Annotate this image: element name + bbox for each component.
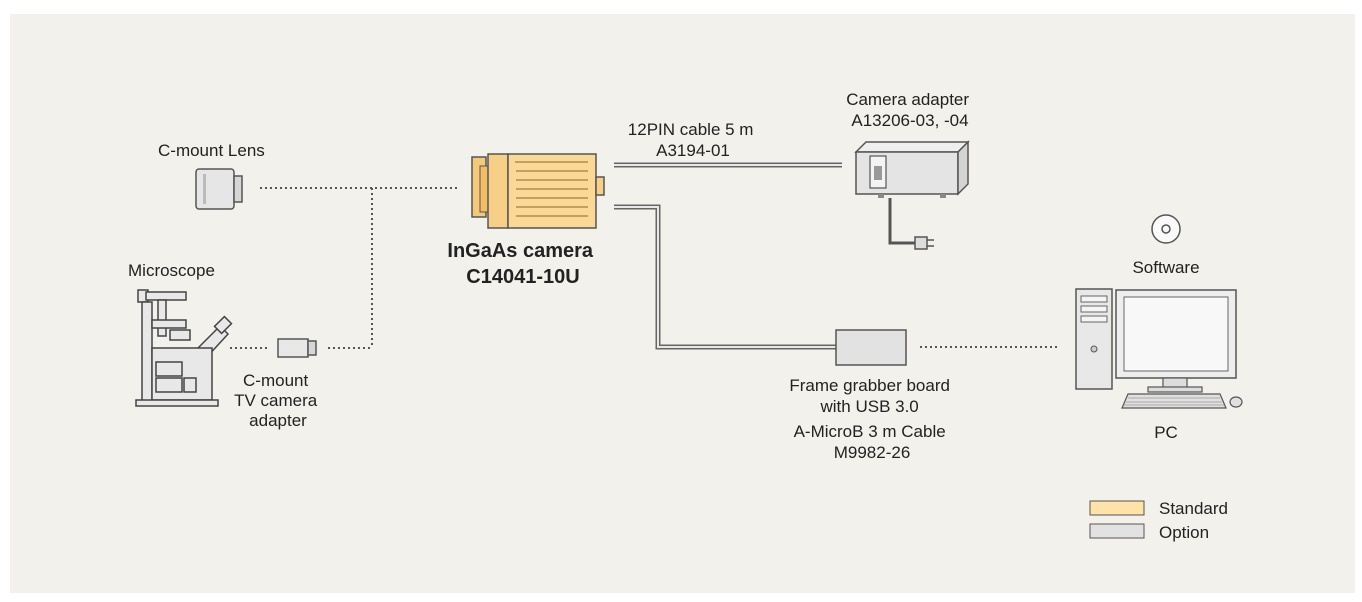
lens-label: C-mount Lens (158, 141, 265, 160)
microscope-label: Microscope (128, 261, 215, 280)
cable-label: 12PIN cable 5 m A3194-01 (628, 120, 758, 160)
frame-grabber-label: Frame grabber board with USB 3.0 A-Micro… (789, 376, 954, 462)
dotted-connections (230, 187, 1060, 349)
legend: Standard Option (1089, 499, 1228, 542)
cable-usb (614, 204, 836, 350)
system-diagram: C-mount Lens Microscope C-mount TV camer… (128, 90, 1243, 542)
pc-monitor-icon (1115, 289, 1237, 393)
ingaas-camera-icon (471, 153, 605, 229)
diagram-panel: C-mount Lens Microscope C-mount TV camer… (10, 14, 1355, 593)
legend-swatch-standard (1089, 500, 1145, 516)
tv-adapter-label: C-mount TV camera adapter (234, 371, 322, 430)
pc-tower-icon (1075, 288, 1113, 390)
microscope-icon (135, 289, 233, 407)
legend-label-standard: Standard (1159, 499, 1228, 518)
legend-swatch-option (1089, 523, 1145, 539)
frame-grabber-icon (835, 329, 907, 366)
pc-keyboard-icon (1121, 393, 1243, 409)
camera-adapter-icon (854, 140, 970, 250)
software-disc-icon (1151, 214, 1181, 244)
tv-camera-adapter-icon (277, 338, 317, 358)
camera-adapter-label: Camera adapter A13206-03, -04 (846, 90, 974, 130)
c-mount-lens-icon (195, 168, 243, 210)
camera-label: InGaAs camera C14041-10U (447, 240, 598, 288)
legend-label-option: Option (1159, 523, 1209, 542)
software-label: Software (1132, 258, 1199, 277)
pc-label: PC (1154, 423, 1178, 442)
